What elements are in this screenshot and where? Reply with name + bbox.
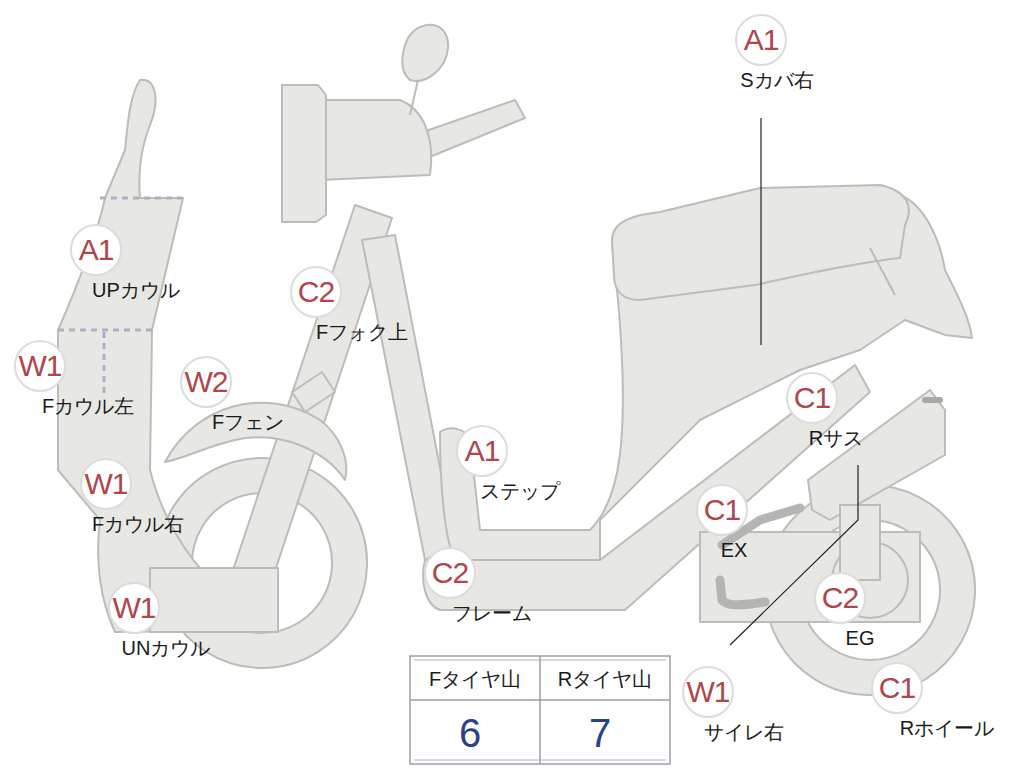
rear-axle: [925, 397, 940, 403]
damage-code: C1: [873, 664, 921, 712]
mirror: [402, 25, 448, 81]
part-name: Sカバ右: [740, 68, 813, 92]
damage-code: C1: [698, 486, 746, 534]
callout-circle: W1UNカウル: [108, 582, 160, 634]
callout-circle: A1UPカウル: [70, 224, 122, 276]
tread-depth-value: 7: [589, 711, 611, 756]
headlight: [282, 85, 326, 222]
part-name: サイレ右: [704, 720, 784, 744]
part-name: Fフォク上: [316, 320, 408, 344]
part-name: UPカウル: [92, 278, 180, 302]
callout-circle: C1Rサス: [786, 372, 838, 424]
front-cowl: [58, 80, 278, 632]
leader-line: [760, 118, 761, 345]
damage-code: W1: [16, 342, 64, 390]
damage-code: C1: [788, 374, 836, 422]
part-name: Rホイール: [900, 716, 994, 740]
part-name: フレーム: [452, 601, 532, 625]
callout-circle: C1Rホイール: [871, 662, 923, 714]
rear-cover-line: [870, 248, 895, 295]
fork-link: [292, 372, 335, 412]
front-fender: [165, 403, 346, 480]
part-name: EX: [721, 538, 748, 562]
mirror-stem: [410, 80, 418, 115]
callout-circle: C2Fフォク上: [290, 266, 342, 318]
part-name: Fフェン: [212, 410, 284, 434]
damage-code: W2: [182, 358, 230, 406]
damage-code: C2: [292, 268, 340, 316]
cowl-divider: [58, 329, 152, 332]
front-frame-tube: [362, 235, 455, 560]
callout-circle: C2EG: [814, 572, 866, 624]
undercowl-box: [150, 568, 278, 632]
damage-code: C2: [816, 574, 864, 622]
table-header: Fタイヤ山: [429, 666, 521, 693]
part-name: Fカウル右: [92, 512, 184, 536]
damage-code: A1: [458, 427, 506, 475]
part-name: Fカウル左: [42, 394, 134, 418]
callout-circle: A1ステップ: [456, 425, 508, 477]
table-rule: [410, 656, 670, 764]
cowl-divider: [103, 332, 106, 395]
damage-code: C2: [426, 549, 474, 597]
part-name: EG: [846, 626, 875, 650]
callout-circle: W2Fフェン: [180, 356, 232, 408]
damage-code: W1: [110, 584, 158, 632]
damage-code: A1: [72, 226, 120, 274]
table-border: [410, 656, 670, 764]
damage-code: W1: [82, 460, 130, 508]
cowl-divider: [100, 197, 182, 200]
callout-circle: W1Fカウル左: [14, 340, 66, 392]
part-name: UNカウル: [122, 636, 211, 660]
damage-code: W1: [684, 668, 732, 716]
table-header: Rタイヤ山: [558, 666, 652, 693]
tread-depth-value: 6: [459, 711, 481, 756]
callout-circle: W1Fカウル右: [80, 458, 132, 510]
callout-circle: C2フレーム: [424, 547, 476, 599]
callout-circle: A1Sカバ右: [735, 14, 787, 66]
part-name: ステップ: [480, 479, 560, 503]
table-rule: [414, 660, 666, 760]
damage-code: A1: [737, 16, 785, 64]
callout-circle: C1EX: [696, 484, 748, 536]
part-name: Rサス: [809, 426, 863, 450]
shock-body: [840, 505, 880, 580]
callout-circle: W1サイレ右: [682, 666, 734, 718]
